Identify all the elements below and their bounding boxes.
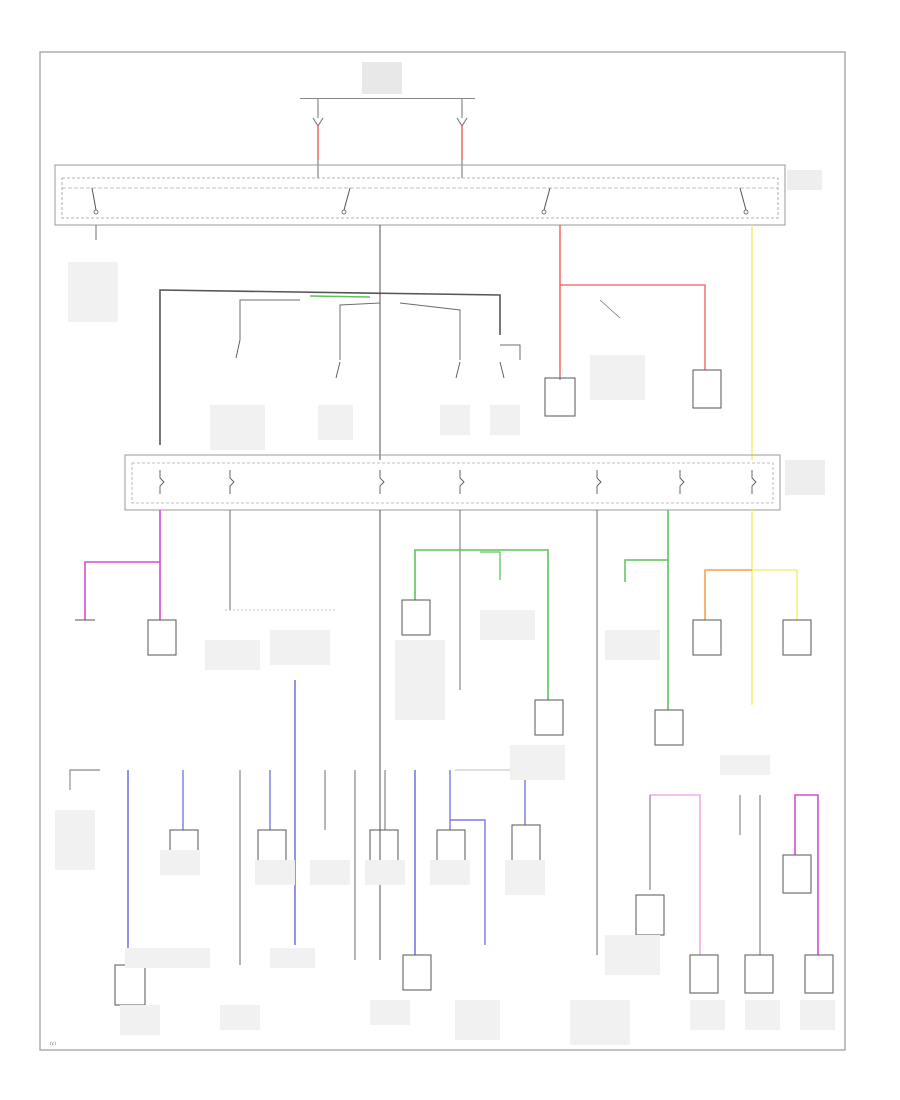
fuse-panel [124, 454, 825, 511]
branch-5 [596, 510, 684, 955]
header-line [300, 98, 475, 99]
top-source-header [300, 62, 475, 99]
lower-row-right [635, 794, 834, 994]
lower-row-mid [436, 769, 541, 945]
outer-frame [39, 51, 846, 1051]
branch-1-magenta [75, 510, 177, 656]
branch-4-green [395, 510, 564, 736]
left-ig-label [68, 262, 118, 322]
red-branch [544, 284, 722, 417]
label-blocks [55, 630, 835, 1045]
dark-bus [159, 289, 521, 445]
ignition-switch-block [54, 164, 822, 226]
branch-2 [205, 510, 335, 670]
component-box [692, 369, 722, 409]
component-box [544, 377, 576, 417]
header-text-block [362, 62, 402, 94]
top-fuse-right [456, 99, 468, 178]
corner-mark: (c) [50, 1041, 56, 1047]
branch-6-yellow-orange [692, 510, 812, 705]
lower-row-left [69, 680, 432, 1006]
top-fuse-left [312, 99, 324, 178]
mid-relay-row [210, 339, 520, 450]
